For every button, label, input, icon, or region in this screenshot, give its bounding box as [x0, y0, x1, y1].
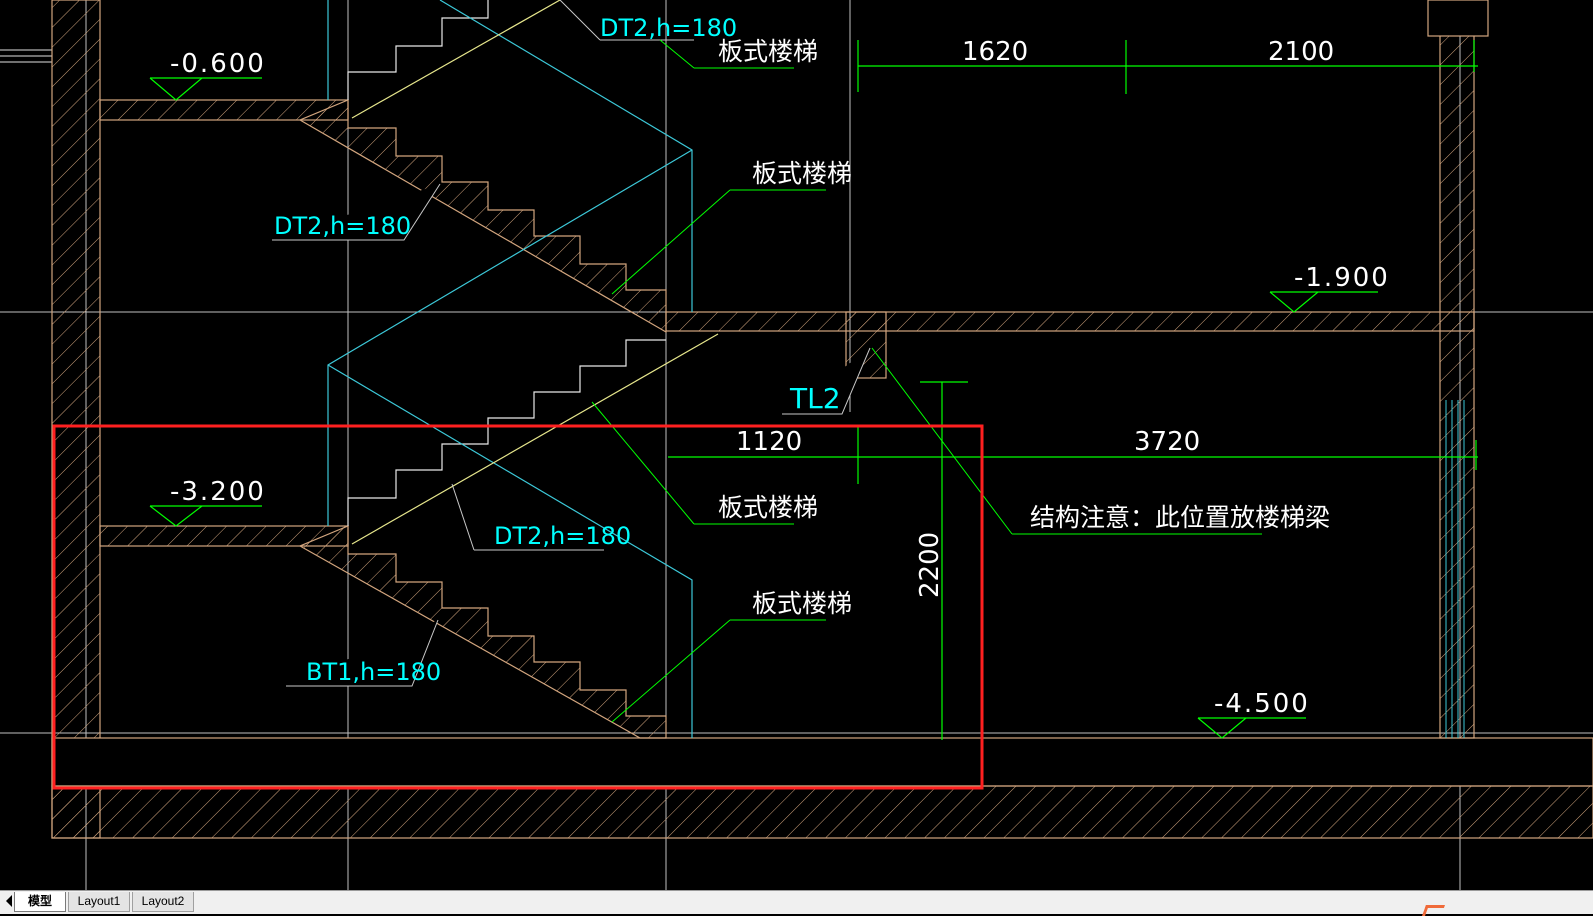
stair-label: DT2,h=180 — [600, 14, 737, 42]
dimension-label: 1620 — [962, 37, 1028, 67]
elevation-label: -3.200 — [170, 477, 266, 507]
stair-type-note: 板式楼梯 — [718, 493, 818, 522]
tab-nav-left-icon[interactable] — [4, 894, 14, 908]
tab-label: Layout2 — [141, 894, 185, 908]
structure-note: 结构注意：此位置放楼梯梁 — [1030, 503, 1330, 532]
dimension-label: 2200 — [915, 532, 945, 598]
stair-flight-lower — [298, 525, 667, 739]
stair-flights — [298, 99, 667, 739]
left-wall — [51, 0, 101, 839]
stair-type-note: 板式楼梯 — [752, 589, 852, 618]
stair-step-outlines — [347, 0, 666, 526]
elevation-markers — [149, 77, 1378, 739]
floor-slab — [51, 737, 1593, 787]
cad-drawing-canvas[interactable]: -0.600 -1.900 -3.200 -4.500 1620 2100 11… — [0, 0, 1593, 890]
note-leaders — [591, 39, 1262, 723]
dimension-label: 1120 — [736, 427, 802, 457]
elevation-label: -4.500 — [1214, 689, 1310, 719]
tab-layout2[interactable]: Layout2 — [132, 892, 194, 912]
stair-beam-tl2 — [845, 311, 887, 379]
tab-label: 模型 — [27, 894, 52, 908]
stair-type-note: 板式楼梯 — [752, 159, 852, 188]
label-leaders — [272, 0, 871, 687]
tab-layout1[interactable]: Layout1 — [68, 892, 130, 912]
stair-flight-upper — [298, 99, 667, 334]
right-wall-cap — [1427, 0, 1489, 37]
elevation-label: -0.600 — [170, 49, 266, 79]
cursor-mark-icon — [1421, 905, 1446, 916]
stair-diagonals — [351, 0, 719, 545]
right-pipes — [1445, 400, 1465, 738]
tab-model[interactable]: 模型 — [14, 892, 66, 912]
right-wall — [1439, 0, 1475, 739]
elevation-label: -1.900 — [1294, 263, 1390, 293]
foundation — [51, 785, 1593, 839]
stair-type-note: 板式楼梯 — [718, 37, 818, 66]
left-edge-lines — [0, 49, 52, 63]
dimension-label: 2100 — [1268, 37, 1334, 67]
stair-label: BT1,h=180 — [306, 658, 441, 686]
tab-label: Layout1 — [77, 894, 121, 908]
beam-label: TL2 — [789, 382, 841, 415]
middle-floor-slab — [665, 311, 1475, 332]
highlight-box — [52, 424, 984, 790]
dimension-lines — [668, 40, 1478, 740]
dimension-label: 3720 — [1134, 427, 1200, 457]
stair-cyan-outline — [327, 0, 693, 738]
walls — [51, 0, 1593, 839]
stair-label: DT2,h=180 — [494, 522, 631, 550]
layout-tab-bar: 模型 Layout1 Layout2 — [0, 890, 1593, 914]
stair-label: DT2,h=180 — [274, 212, 411, 240]
